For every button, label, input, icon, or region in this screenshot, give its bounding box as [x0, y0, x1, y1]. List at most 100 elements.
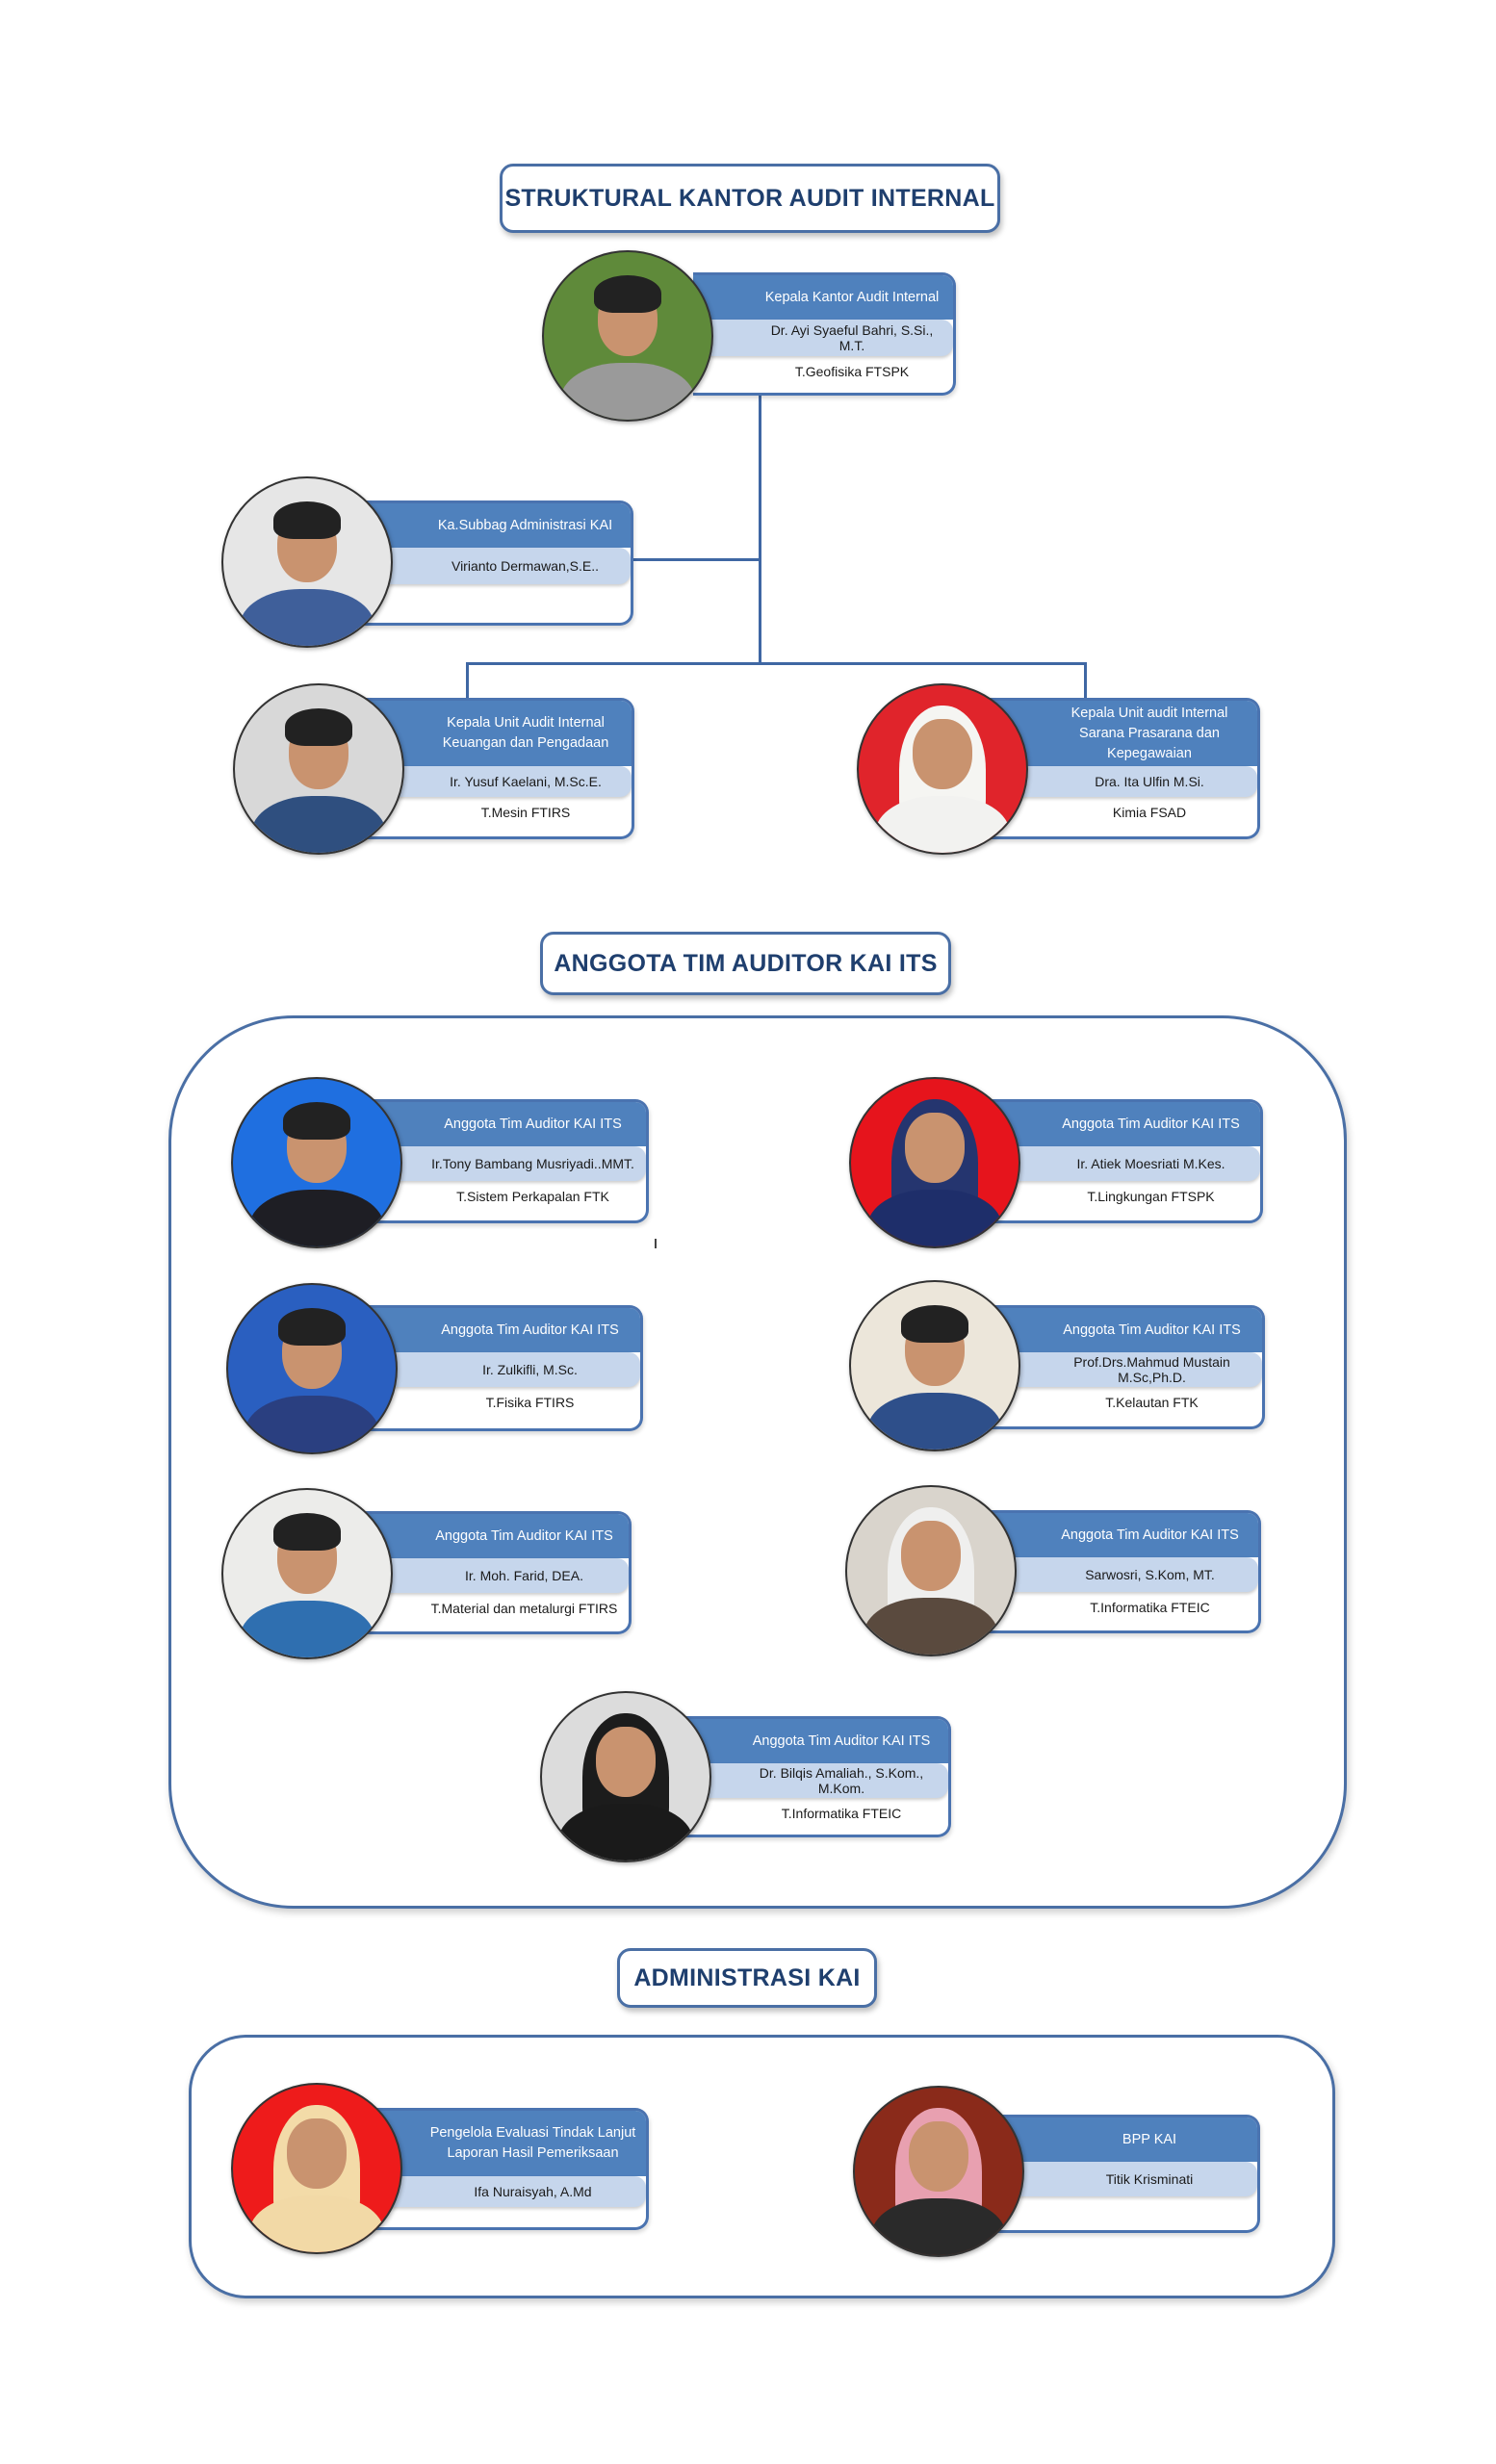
- org-card: Kepala Unit audit Internal Sarana Prasar…: [984, 698, 1260, 839]
- role-label: Anggota Tim Auditor KAI ITS: [362, 1102, 646, 1146]
- hair-shape: [901, 1305, 968, 1343]
- role-label: BPP KAI: [984, 2118, 1257, 2162]
- person-photo: [853, 2086, 1024, 2257]
- body-shape: [249, 1189, 384, 1246]
- person-photo: [542, 250, 713, 422]
- person-photo: [226, 1283, 398, 1454]
- person-name: Sarwosri, S.Kom, MT.: [984, 1557, 1258, 1592]
- department-label: [984, 2196, 1257, 2204]
- person-photo: [845, 1485, 1017, 1656]
- struktural-title: STRUKTURAL KANTOR AUDIT INTERNAL: [500, 164, 1000, 233]
- face-shape: [900, 1520, 962, 1591]
- body-shape: [240, 1600, 374, 1657]
- person-photo: [231, 2083, 402, 2254]
- connector-line: [1084, 662, 1087, 699]
- department-label: T.Lingkungan FTSPK: [1087, 1189, 1215, 1204]
- person-name: Ir. Yusuf Kaelani, M.Sc.E.: [362, 766, 632, 797]
- role-label: Anggota Tim Auditor KAI ITS: [677, 1719, 948, 1763]
- body-shape: [867, 1392, 1002, 1450]
- body-shape: [245, 1395, 379, 1452]
- person-photo: [233, 683, 404, 855]
- hair-shape: [285, 708, 352, 746]
- department-label: T.Material dan metalurgi FTIRS: [430, 1601, 618, 1616]
- department-label: T.Fisika FTIRS: [485, 1395, 575, 1410]
- department-label: T.Mesin FTIRS: [480, 805, 571, 820]
- body-shape: [249, 2194, 384, 2252]
- person-photo: [540, 1691, 711, 1862]
- role-label: Anggota Tim Auditor KAI ITS: [362, 1514, 629, 1558]
- role-label: Anggota Tim Auditor KAI ITS: [984, 1308, 1262, 1352]
- person-name: Ir. Atiek Moesriati M.Kes.: [984, 1146, 1260, 1181]
- department-label: T.Sistem Perkapalan FTK: [456, 1189, 609, 1204]
- department-label: [362, 584, 631, 592]
- hair-shape: [278, 1308, 346, 1346]
- body-shape: [240, 588, 374, 646]
- org-card: Kepala Unit Audit Internal Keuangan dan …: [362, 698, 634, 839]
- person-name: Ir. Zulkifli, M.Sc.: [362, 1352, 640, 1387]
- role-label: Anggota Tim Auditor KAI ITS: [362, 1308, 640, 1352]
- connector-line: [633, 558, 761, 561]
- person-photo: [231, 1077, 402, 1248]
- person-photo: [857, 683, 1028, 855]
- body-shape: [560, 362, 695, 420]
- role-label: Ka.Subbag Administrasi KAI: [362, 503, 631, 548]
- department-label: T.Kelautan FTK: [1105, 1395, 1199, 1410]
- role-label: Kepala Unit audit Internal Sarana Prasar…: [984, 701, 1257, 766]
- person-photo: [849, 1280, 1020, 1451]
- hair-shape: [273, 501, 341, 539]
- person-name: Titik Krisminati: [984, 2162, 1257, 2196]
- face-shape: [912, 718, 973, 789]
- hair-shape: [594, 275, 661, 313]
- department-label: T.Informatika FTEIC: [1090, 1600, 1210, 1615]
- connector-line: [759, 396, 761, 665]
- connector-line: [466, 662, 469, 699]
- role-label: Anggota Tim Auditor KAI ITS: [984, 1513, 1258, 1557]
- hair-shape: [283, 1102, 350, 1140]
- person-name: Dra. Ita Ulfin M.Si.: [984, 766, 1257, 797]
- role-label: Pengelola Evaluasi Tindak Lanjut Laporan…: [362, 2111, 646, 2176]
- administrasi-title: ADMINISTRASI KAI: [617, 1948, 877, 2008]
- stray-mark: [655, 1239, 657, 1248]
- body-shape: [871, 2197, 1006, 2255]
- hair-shape: [273, 1513, 341, 1551]
- department-label: Kimia FSAD: [1112, 805, 1187, 820]
- department-label: [362, 2207, 646, 2215]
- department-label: T.Geofisika FTSPK: [794, 364, 910, 379]
- body-shape: [867, 1189, 1002, 1246]
- person-name: Ir. Moh. Farid, DEA.: [362, 1558, 629, 1593]
- body-shape: [864, 1597, 998, 1655]
- person-name: Prof.Drs.Mahmud Mustain M.Sc,Ph.D.: [984, 1352, 1262, 1387]
- face-shape: [286, 2118, 348, 2189]
- face-shape: [908, 2120, 969, 2192]
- role-label: Anggota Tim Auditor KAI ITS: [984, 1102, 1260, 1146]
- person-name: Virianto Dermawan,S.E..: [362, 548, 631, 584]
- person-name: Ir.Tony Bambang Musriyadi..MMT.: [362, 1146, 646, 1181]
- body-shape: [558, 1803, 693, 1861]
- department-label: T.Informatika FTEIC: [781, 1806, 902, 1821]
- person-photo: [221, 476, 393, 648]
- role-label: Kepala Unit Audit Internal Keuangan dan …: [362, 701, 632, 766]
- connector-line: [466, 662, 1087, 665]
- org-card: Pengelola Evaluasi Tindak Lanjut Laporan…: [362, 2108, 649, 2230]
- face-shape: [904, 1112, 966, 1183]
- person-photo: [849, 1077, 1020, 1248]
- person-name: Dr. Bilqis Amaliah., S.Kom., M.Kom.: [677, 1763, 948, 1798]
- person-name: Dr. Ayi Syaeful Bahri, S.Si., M.T.: [693, 320, 953, 356]
- role-label: Kepala Kantor Audit Internal: [693, 275, 953, 320]
- body-shape: [251, 795, 386, 853]
- person-name: Ifa Nuraisyah, A.Md: [362, 2176, 646, 2207]
- person-photo: [221, 1488, 393, 1659]
- anggota-title: ANGGOTA TIM AUDITOR KAI ITS: [540, 932, 951, 995]
- face-shape: [595, 1726, 657, 1797]
- body-shape: [875, 795, 1010, 853]
